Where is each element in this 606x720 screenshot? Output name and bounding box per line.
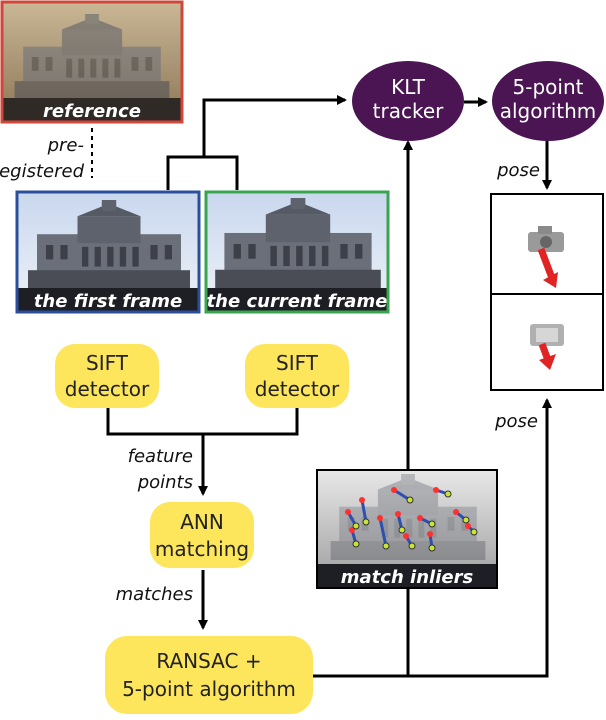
klt-tracker-node: KLT tracker xyxy=(352,61,464,141)
match-inliers-image: match inliers xyxy=(316,469,498,589)
svg-text:RANSAC +: RANSAC + xyxy=(156,649,261,673)
svg-text:matching: matching xyxy=(155,537,249,561)
match-inliers-caption: match inliers xyxy=(341,567,474,588)
sift-detector-right: SIFT detector xyxy=(245,344,349,408)
svg-text:KLT: KLT xyxy=(391,75,426,99)
svg-text:detector: detector xyxy=(65,377,150,401)
svg-text:ANN: ANN xyxy=(180,510,224,534)
svg-text:detector: detector xyxy=(255,377,340,401)
sift-detector-left: SIFT detector xyxy=(55,344,159,408)
first-frame-caption: the first frame xyxy=(34,291,182,312)
svg-text:algorithm: algorithm xyxy=(500,99,597,123)
svg-text:registered: registered xyxy=(0,161,85,182)
five-point-algorithm-node: 5-point algorithm xyxy=(492,61,604,141)
pose-label-top: pose xyxy=(496,160,540,181)
current-frame-caption: the current frame xyxy=(207,291,388,312)
first-frame-image: the first frame xyxy=(15,190,201,314)
ann-matching-node: ANN matching xyxy=(150,502,254,568)
reference-caption: reference xyxy=(43,101,141,122)
pose-label-bottom: pose xyxy=(494,411,538,432)
matches-label: matches xyxy=(116,584,193,605)
feature-points-label: feature points xyxy=(128,446,193,493)
pre-registered-label: pre- registered xyxy=(0,135,85,182)
ransac-node: RANSAC + 5-point algorithm xyxy=(105,636,313,714)
svg-text:SIFT: SIFT xyxy=(86,351,129,375)
svg-text:feature: feature xyxy=(128,446,193,467)
camera-icon-first xyxy=(528,226,564,288)
current-frame-image: the current frame xyxy=(204,190,390,314)
reference-image: reference xyxy=(0,0,184,124)
pose-display xyxy=(490,193,604,391)
svg-text:SIFT: SIFT xyxy=(276,351,319,375)
svg-text:pre-: pre- xyxy=(47,135,84,156)
inlier-match-lines xyxy=(345,487,478,552)
svg-text:5-point algorithm: 5-point algorithm xyxy=(122,677,296,701)
svg-text:5-point: 5-point xyxy=(513,75,584,99)
camera-icon-second xyxy=(530,324,564,370)
svg-text:tracker: tracker xyxy=(373,99,444,123)
svg-text:points: points xyxy=(137,472,193,493)
